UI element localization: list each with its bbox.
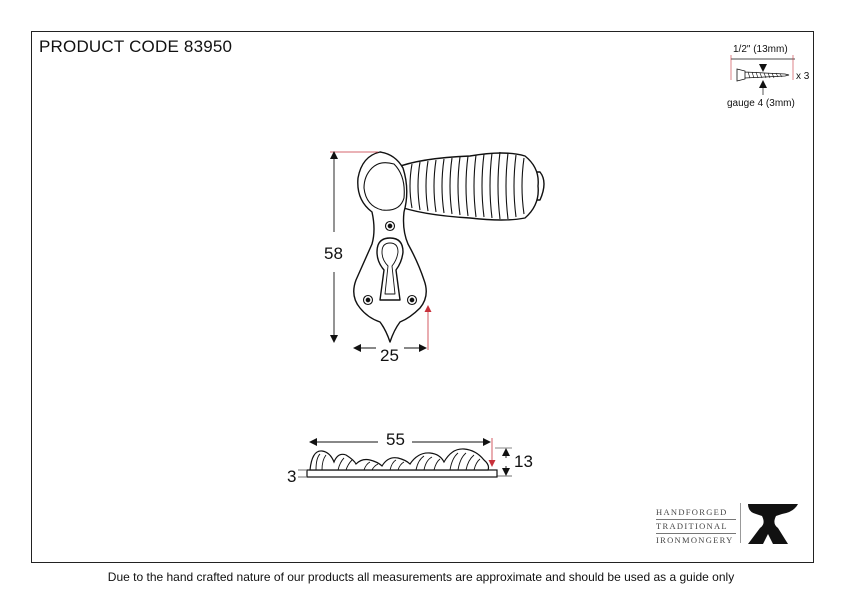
depth-dimension-label: 13 [514,452,533,471]
brand-divider [740,503,741,543]
lever-handle [394,151,545,221]
brand-line-1: HANDFORGED [656,507,728,517]
drawing-frame [31,31,814,563]
keyhole [376,237,404,301]
length-dimension-label: 55 [386,430,405,449]
screw-holes [362,220,418,306]
width-dimension-label: 25 [380,346,399,365]
thickness-dimension-label: 3 [287,467,296,486]
measurement-disclaimer: Due to the hand crafted nature of our pr… [107,570,735,584]
brand-line-2: TRADITIONAL [656,521,728,531]
side-lever-profile [309,448,490,471]
anvil-logo-icon [748,504,798,544]
side-dimensions: 55 13 3 [287,430,533,486]
side-view [306,448,498,478]
brand-wordmark: HANDFORGED TRADITIONAL IRONMONGERY [656,507,736,546]
screw-gauge-label: gauge 4 (3mm) [727,98,795,109]
brand-line-3: IRONMONGERY [656,535,734,545]
front-dimensions: 58 25 [324,151,432,365]
screw-icon [736,68,790,82]
screw-detail: 1/2" (13mm) x 3 gauge 4 (3mm) [727,44,810,109]
screw-quantity-label: x 3 [796,71,810,82]
side-base-plate [306,469,498,478]
height-dimension-label: 58 [324,244,343,263]
product-code: PRODUCT CODE 83950 [39,37,233,56]
screw-length-label: 1/2" (13mm) [733,44,788,55]
front-view [353,151,545,343]
